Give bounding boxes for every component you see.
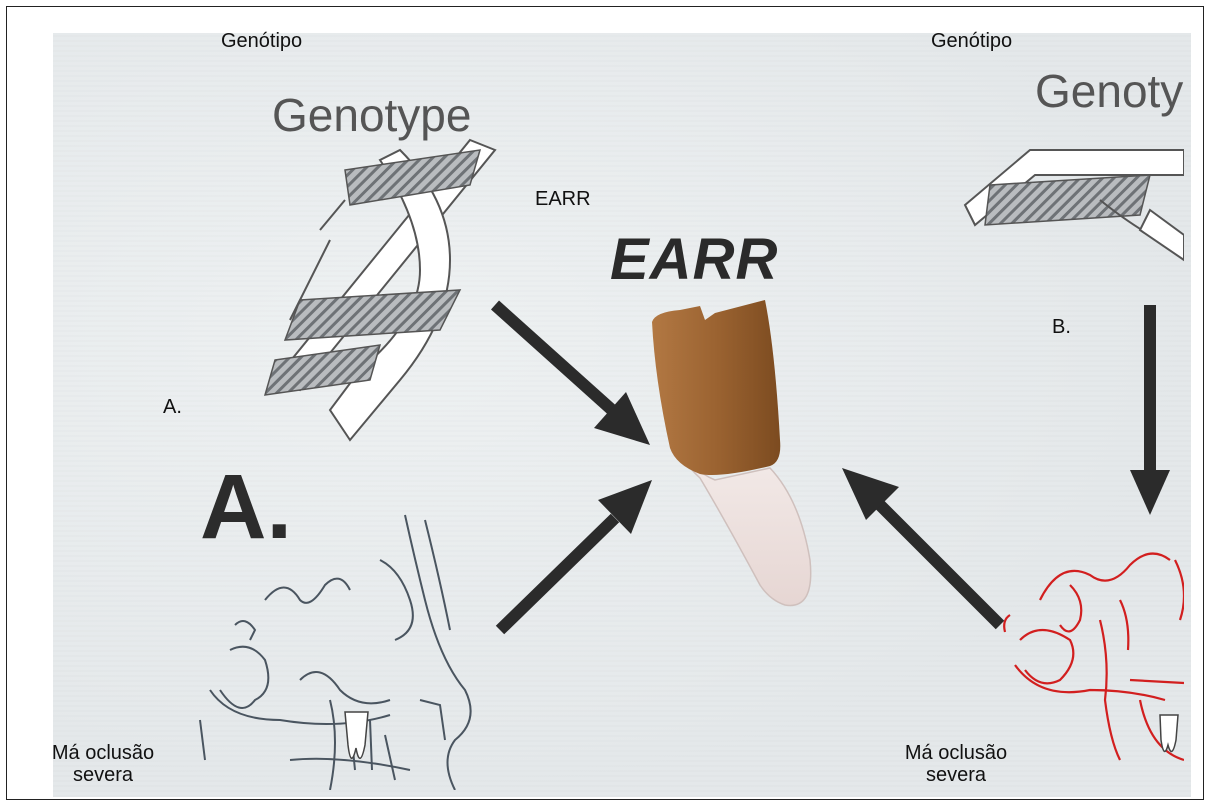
skull-sketch-right-icon bbox=[1004, 554, 1184, 760]
tooth-icon bbox=[652, 300, 811, 605]
figure-a-label: A. bbox=[200, 455, 292, 560]
label-a: A. bbox=[163, 396, 182, 419]
arrow-right-genotype-down bbox=[1130, 305, 1170, 515]
label-genotipo-left: Genótipo bbox=[221, 30, 302, 53]
dna-helix-left-icon bbox=[265, 140, 495, 440]
arrow-right-malocclusion-to-tooth bbox=[842, 468, 1000, 625]
small-tooth-left-icon bbox=[345, 712, 368, 758]
label-maloclusao-right: Má oclusão severa bbox=[887, 742, 1025, 786]
figure-genotype-left: Genotype bbox=[272, 88, 471, 142]
arrow-genotype-to-tooth bbox=[495, 305, 650, 445]
figure-earr-title: EARR bbox=[610, 226, 778, 293]
small-tooth-right-icon bbox=[1160, 715, 1178, 751]
label-earr: EARR bbox=[535, 188, 591, 211]
label-maloclusao-left: Má oclusão severa bbox=[34, 742, 172, 786]
label-b: B. bbox=[1052, 316, 1071, 339]
arrow-malocclusion-to-tooth bbox=[500, 480, 652, 630]
label-genotipo-right: Genótipo bbox=[931, 30, 1012, 53]
figure-genotype-right: Genoty bbox=[1035, 64, 1183, 118]
dna-helix-right-icon bbox=[965, 150, 1184, 260]
